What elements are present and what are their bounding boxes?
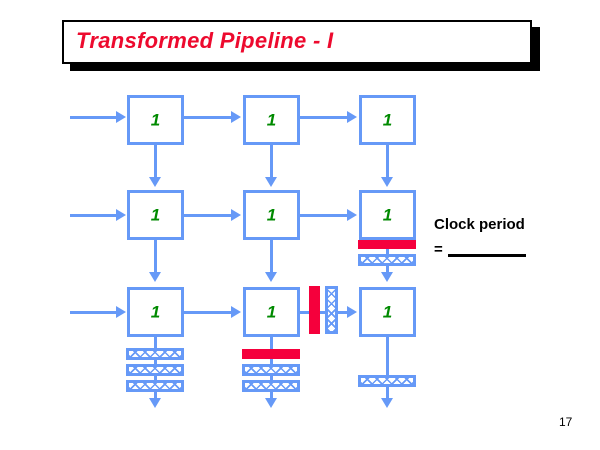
output-stem-r3c3 [386, 337, 389, 402]
arrowhead-r2c3-to-r3c3 [381, 272, 393, 282]
node-label-r3c3: 1 [382, 302, 393, 322]
clock-period-value-row: = [434, 239, 526, 262]
link-r2c2-to-r2c3 [300, 214, 348, 217]
clock-period-annotation: Clock period = [434, 214, 526, 261]
link-r2c2-to-r3c2 [270, 240, 273, 274]
delay-hatched-r3c3-1 [358, 375, 416, 387]
delay-hatched-r3c1-1 [126, 348, 184, 360]
node-r3c1[interactable]: 1 [127, 287, 184, 337]
delay-hatched-r2c3-1 [358, 254, 416, 266]
arrowhead-r2c2-to-r2c3 [347, 209, 357, 221]
input-arrowhead-row3 [116, 306, 126, 318]
node-r1c2[interactable]: 1 [243, 95, 300, 145]
node-r1c3[interactable]: 1 [359, 95, 416, 145]
node-label-r1c2: 1 [266, 110, 277, 130]
arrowhead-r1c2-to-r2c2 [265, 177, 277, 187]
delay-hatched-r3c2-1 [242, 364, 300, 376]
node-r3c2[interactable]: 1 [243, 287, 300, 337]
node-r2c2[interactable]: 1 [243, 190, 300, 240]
equals-sign: = [434, 240, 443, 258]
clock-period-blank [447, 242, 526, 258]
node-label-r2c3: 1 [382, 205, 393, 225]
input-arrowhead-row1 [116, 111, 126, 123]
node-r2c3[interactable]: 1 [359, 190, 416, 240]
node-label-r2c1: 1 [150, 205, 161, 225]
node-label-r3c2: 1 [266, 302, 277, 322]
output-arrowhead-r3c3 [381, 398, 393, 408]
arrowhead-r1c2-to-r1c3 [347, 111, 357, 123]
link-r3c1-to-r3c2 [184, 311, 232, 314]
delay-red-vertical-between-r3c2-r3c3 [309, 286, 320, 334]
arrowhead-r1c1-to-r2c1 [149, 177, 161, 187]
link-r2c1-to-r3c1 [154, 240, 157, 274]
delay-red-r3c2-1 [242, 349, 300, 359]
node-label-r3c1: 1 [150, 302, 161, 322]
link-r1c2-to-r2c2 [270, 145, 273, 179]
arrowhead-r3c2-to-r3c3 [347, 306, 357, 318]
arrowhead-r3c1-to-r3c2 [231, 306, 241, 318]
arrowhead-r2c1-to-r2c2 [231, 209, 241, 221]
input-line-row1 [70, 116, 118, 119]
link-r1c2-to-r1c3 [300, 116, 348, 119]
arrowhead-r2c1-to-r3c1 [149, 272, 161, 282]
link-r2c1-to-r2c2 [184, 214, 232, 217]
link-r1c1-to-r1c2 [184, 116, 232, 119]
link-r1c3-to-r2c3 [386, 145, 389, 179]
input-line-row3 [70, 311, 118, 314]
output-arrowhead-r3c1 [149, 398, 161, 408]
arrowhead-r2c2-to-r3c2 [265, 272, 277, 282]
link-r1c1-to-r2c1 [154, 145, 157, 179]
clock-period-label: Clock period [434, 216, 525, 233]
title-box: Transformed Pipeline - I [62, 20, 532, 64]
delay-hatched-vertical-between-r3c2-r3c3 [325, 286, 338, 334]
delay-hatched-r3c2-2 [242, 380, 300, 392]
arrowhead-r1c1-to-r1c2 [231, 111, 241, 123]
node-label-r1c3: 1 [382, 110, 393, 130]
arrowhead-r1c3-to-r2c3 [381, 177, 393, 187]
delay-hatched-r3c1-3 [126, 380, 184, 392]
input-line-row2 [70, 214, 118, 217]
delay-hatched-r3c1-2 [126, 364, 184, 376]
input-arrowhead-row2 [116, 209, 126, 221]
link-r3c2-to-r3c3 [300, 311, 348, 314]
delay-red-r2c3-1 [358, 240, 416, 249]
page-title: Transformed Pipeline - I [76, 28, 334, 53]
output-arrowhead-r3c2 [265, 398, 277, 408]
node-r1c1[interactable]: 1 [127, 95, 184, 145]
page-number: 17 [559, 415, 573, 429]
node-label-r1c1: 1 [150, 110, 161, 130]
node-r2c1[interactable]: 1 [127, 190, 184, 240]
node-r3c3[interactable]: 1 [359, 287, 416, 337]
node-label-r2c2: 1 [266, 205, 277, 225]
